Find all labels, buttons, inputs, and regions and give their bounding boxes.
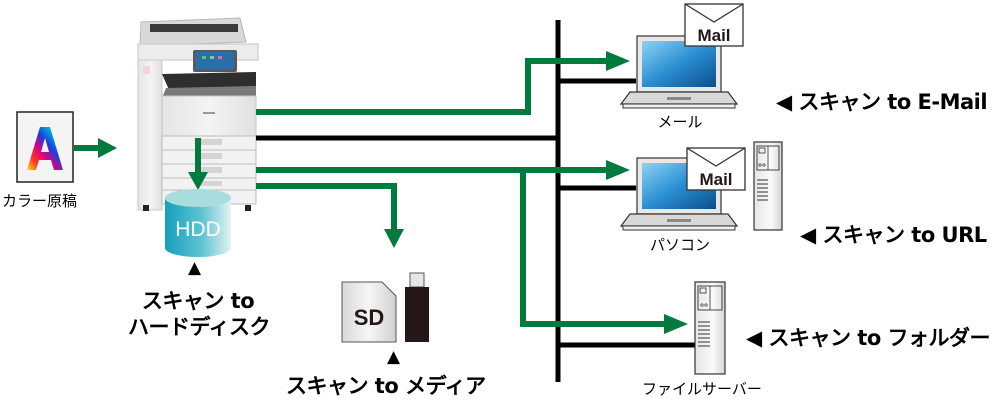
pc-device-label: パソコン bbox=[649, 236, 710, 254]
scan-to-harddisk-line1: スキャン to bbox=[141, 289, 255, 313]
pointer-up-icon: ▲ bbox=[188, 258, 202, 278]
flow-arrows bbox=[256, 51, 688, 334]
pointer-left-icon: ◀ bbox=[776, 90, 792, 114]
laptop-email-icon bbox=[619, 35, 739, 109]
file-server-icon bbox=[694, 281, 726, 375]
input-arrow bbox=[74, 138, 117, 158]
hdd-label: HDD bbox=[175, 218, 221, 241]
scan-to-harddisk-line2: ハードディスク bbox=[128, 315, 271, 339]
sd-label: SD bbox=[354, 305, 385, 330]
mail-icon-label-2: Mail bbox=[699, 170, 732, 189]
scan-to-media-label: スキャン to メディア bbox=[286, 374, 486, 398]
server-tower-icon bbox=[753, 141, 783, 231]
sd-card-icon bbox=[341, 281, 397, 343]
color-document-icon bbox=[16, 111, 74, 183]
pointer-left-icon: ◀ bbox=[746, 326, 762, 350]
file-server-label: ファイルサーバー bbox=[642, 380, 762, 398]
scan-to-harddisk-label: スキャン to ハードディスク bbox=[128, 288, 271, 340]
email-device-label: メール bbox=[657, 113, 703, 131]
hdd-icon bbox=[165, 189, 231, 257]
scan-to-url-text: スキャン to URL bbox=[822, 223, 987, 247]
source-document-label: カラー原稿 bbox=[2, 192, 78, 210]
scan-to-folder-text: スキャン to フォルダー bbox=[768, 326, 991, 350]
pointer-left-icon: ◀ bbox=[800, 223, 816, 247]
hdd-arrow bbox=[188, 138, 208, 190]
scan-to-folder-label: ◀ スキャン to フォルダー bbox=[746, 322, 991, 352]
usb-drive-icon bbox=[405, 272, 429, 342]
multifunction-printer-icon bbox=[137, 17, 259, 211]
mail-icon-label: Mail bbox=[697, 26, 730, 45]
scan-to-email-label: ◀ スキャン to E-Mail bbox=[776, 86, 988, 116]
mail-envelope-icon bbox=[684, 3, 744, 47]
scan-to-url-label: ◀ スキャン to URL bbox=[800, 219, 987, 249]
pointer-up-icon-media: ▲ bbox=[387, 347, 401, 367]
mail-envelope-icon-2 bbox=[686, 147, 746, 191]
network-lines bbox=[256, 20, 700, 382]
scan-to-email-text: スキャン to E-Mail bbox=[798, 90, 988, 114]
